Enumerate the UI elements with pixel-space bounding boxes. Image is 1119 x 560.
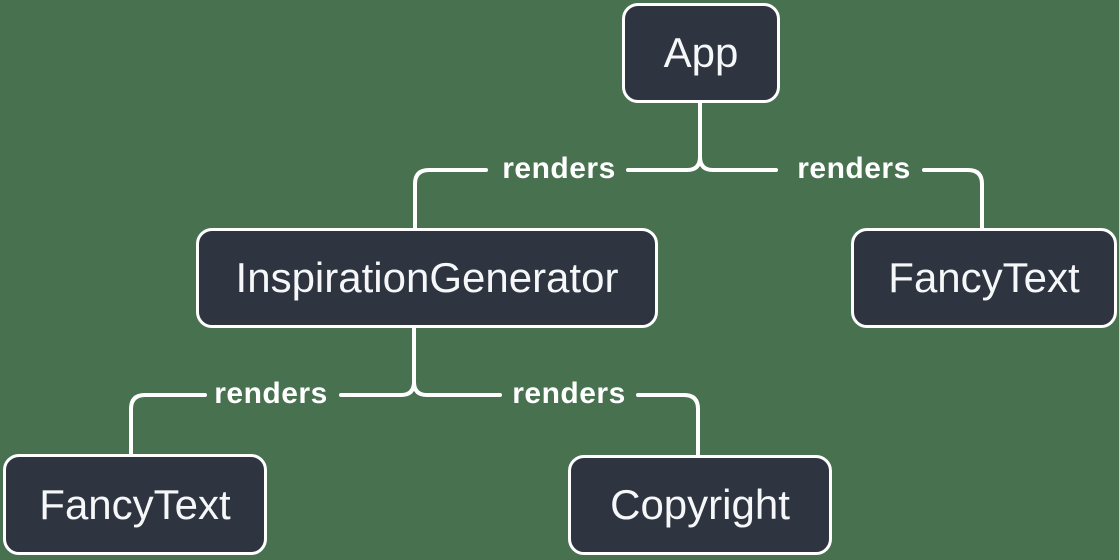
node-copyright: Copyright — [568, 455, 832, 555]
node-fancy-text-bottom: FancyText — [3, 454, 267, 555]
node-app: App — [622, 3, 780, 103]
node-inspiration-generator: InspirationGenerator — [196, 228, 658, 328]
node-fancy-text-top-label: FancyText — [888, 254, 1080, 301]
node-fancy-text-top: FancyText — [851, 228, 1117, 328]
node-app-label: App — [663, 29, 739, 76]
edge-label-renders-app-inspiration: renders — [502, 152, 616, 185]
edge-label-renders-inspiration-fancy-text: renders — [214, 377, 328, 410]
node-fancy-text-bottom-label: FancyText — [39, 480, 231, 528]
edge-label-renders-inspiration-copyright: renders — [512, 377, 626, 410]
edge-label-renders-app-fancy-text: renders — [797, 152, 911, 185]
node-copyright-label: Copyright — [610, 481, 790, 528]
node-inspiration-generator-label: InspirationGenerator — [235, 254, 619, 301]
edge-inspiration-generator-to-copyright — [412, 326, 700, 457]
edge-app-to-fancy-text — [698, 101, 984, 230]
